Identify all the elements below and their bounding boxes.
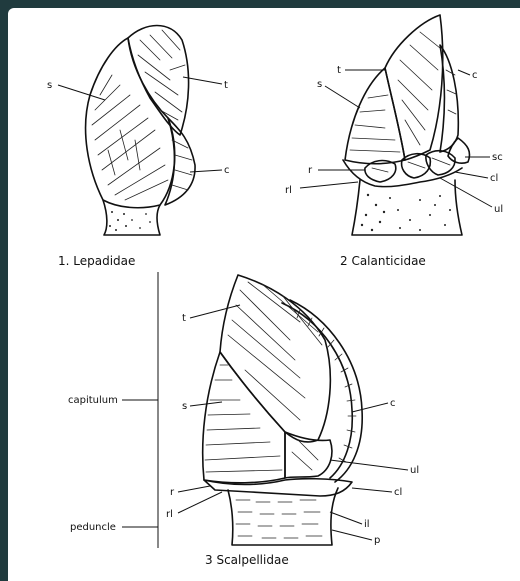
calanticidae-caption: 2 Calanticidae bbox=[340, 254, 426, 268]
calanticidae-label-rl: rl bbox=[285, 185, 292, 196]
scalpellidae-p-leader bbox=[332, 530, 372, 540]
lepadidae-label-s: s bbox=[47, 80, 52, 91]
lepadidae-tergum-hatch bbox=[138, 30, 185, 120]
scalpellidae-tergum bbox=[220, 275, 330, 442]
scalpellidae-upper-latus bbox=[285, 432, 332, 478]
scalpellidae-il-leader bbox=[330, 512, 362, 524]
calanticidae-peduncle bbox=[352, 180, 462, 235]
scalpellidae-rl-leader bbox=[178, 492, 222, 513]
calanticidae-label-t: t bbox=[337, 65, 341, 76]
scalpellidae-lower-plates bbox=[204, 479, 352, 496]
scalpellidae-label-ul: ul bbox=[410, 465, 419, 476]
calanticidae-label-sc: sc bbox=[492, 152, 503, 163]
scalpellidae-hatch bbox=[205, 282, 322, 472]
lepadidae-scutum bbox=[86, 38, 175, 208]
scalpellidae-cl-leader bbox=[352, 488, 392, 492]
scalpellidae-label-s: s bbox=[182, 401, 187, 412]
lepadidae-drawing: s t c 1. Lepadidae bbox=[47, 26, 230, 269]
calanticidae-tergum bbox=[385, 15, 443, 160]
calanticidae-label-c: c bbox=[472, 70, 478, 81]
calanticidae-subcarina bbox=[448, 138, 470, 163]
scalpellidae-t-leader bbox=[190, 305, 240, 318]
lepadidae-peduncle-stipple bbox=[109, 211, 151, 231]
calanticidae-label-cl: cl bbox=[490, 173, 498, 184]
calanticidae-label-r: r bbox=[308, 165, 313, 176]
scalpellidae-label-cl: cl bbox=[394, 487, 402, 498]
scalpellidae-peduncle-scales bbox=[236, 500, 322, 538]
calanticidae-label-ul: ul bbox=[494, 204, 503, 215]
scalpellidae-c-leader bbox=[352, 403, 388, 412]
lepadidae-caption: 1. Lepadidae bbox=[58, 254, 135, 268]
lepadidae-label-c: c bbox=[224, 165, 230, 176]
calanticidae-rl-leader bbox=[300, 182, 358, 188]
region-peduncle: peduncle bbox=[70, 522, 116, 533]
scalpellidae-label-t: t bbox=[182, 313, 186, 324]
lepadidae-scutum-hatch bbox=[92, 75, 168, 200]
calanticidae-label-s: s bbox=[317, 79, 322, 90]
calanticidae-ul-leader bbox=[440, 178, 492, 207]
lepadidae-s-leader bbox=[58, 85, 105, 100]
calanticidae-c-leader bbox=[458, 70, 470, 75]
calanticidae-peduncle-texture bbox=[361, 194, 451, 231]
scalpellidae-label-r: r bbox=[170, 487, 175, 498]
lepadidae-label-t: t bbox=[224, 80, 228, 91]
lepadidae-carina bbox=[165, 118, 195, 205]
calanticidae-cl-leader bbox=[455, 172, 488, 178]
scalpellidae-caption: 3 Scalpellidae bbox=[205, 553, 289, 567]
scalpellidae-label-p: p bbox=[374, 535, 380, 546]
scalpellidae-label-c: c bbox=[390, 398, 396, 409]
calanticidae-carina bbox=[440, 45, 458, 152]
scalpellidae-label-rl: rl bbox=[166, 509, 173, 520]
scalpellidae-carina bbox=[282, 300, 362, 482]
region-capitulum: capitulum bbox=[68, 395, 118, 406]
scalpellidae-r-leader bbox=[178, 486, 210, 492]
lepadidae-peduncle bbox=[103, 200, 160, 235]
calanticidae-s-leader bbox=[325, 86, 360, 108]
lepadidae-tergum bbox=[128, 26, 189, 136]
scalpellidae-label-il: il bbox=[364, 519, 370, 530]
scalpellidae-drawing: capitulum peduncle bbox=[68, 272, 419, 567]
calanticidae-drawing: t s c sc r rl cl ul 2 Calanticidae bbox=[285, 15, 503, 268]
